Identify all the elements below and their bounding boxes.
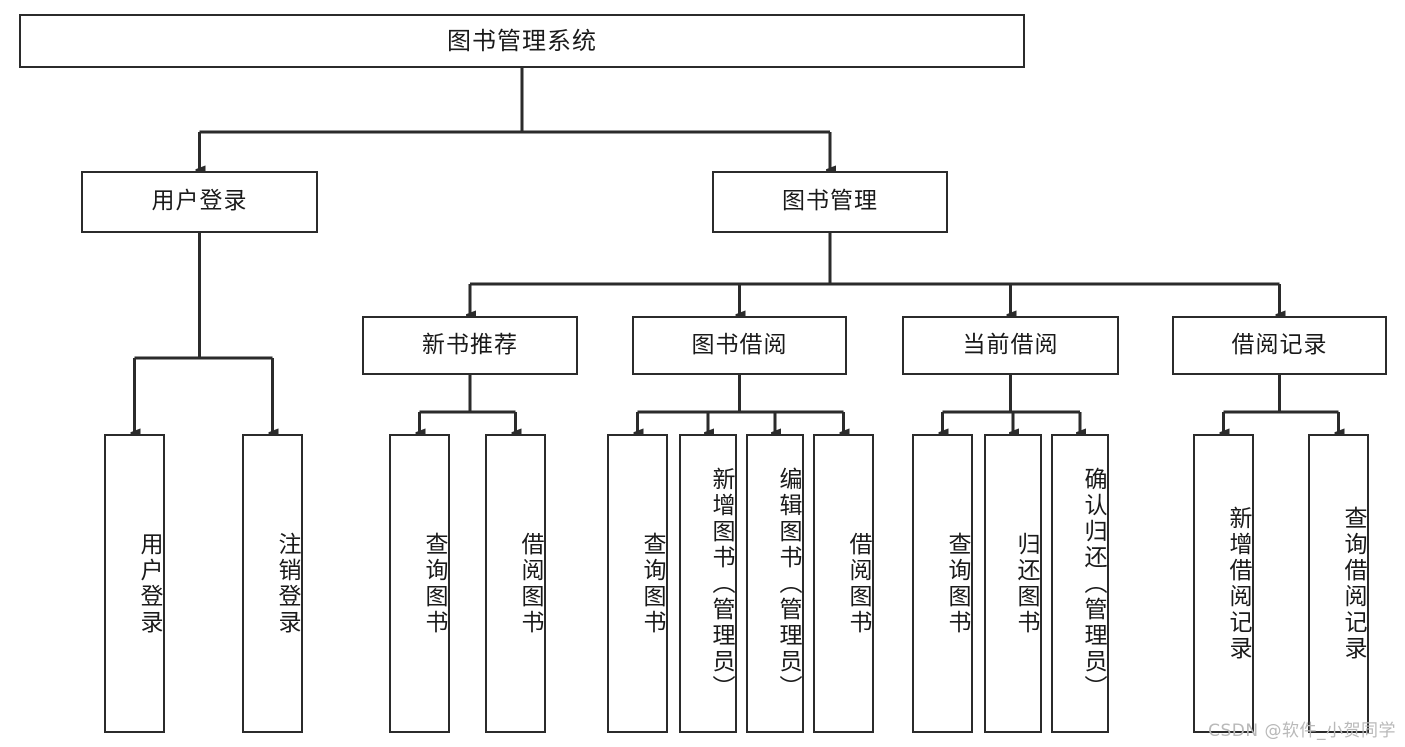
node-label: 查询图书 [944, 531, 970, 636]
watermark-text: CSDN @软件_小贺同学 [1208, 721, 1396, 741]
node-label: 查询图书 [421, 531, 447, 636]
node-label: 借阅图书 [517, 531, 543, 636]
node-leaf-return-book[interactable]: 归还图书 [984, 434, 1042, 733]
node-label: 注销登录 [274, 531, 300, 636]
node-leaf-query-book-borrow[interactable]: 查询图书 [607, 434, 668, 733]
node-label: 借阅图书 [845, 531, 871, 636]
node-leaf-borrow-book[interactable]: 借阅图书 [813, 434, 874, 733]
node-leaf-query-borrow-record[interactable]: 查询借阅记录 [1308, 434, 1369, 733]
node-label: 查询图书 [639, 531, 665, 636]
node-current-borrow[interactable]: 当前借阅 [902, 316, 1119, 375]
node-label: 编辑图书（管理员） [775, 466, 801, 701]
node-label: 归还图书 [1013, 531, 1039, 636]
node-leaf-query-book-current[interactable]: 查询图书 [912, 434, 973, 733]
node-label: 用户登录 [136, 531, 162, 636]
node-leaf-add-book[interactable]: 新增图书（管理员） [679, 434, 737, 733]
node-new-book-recommend[interactable]: 新书推荐 [362, 316, 578, 375]
node-leaf-user-logout[interactable]: 注销登录 [242, 434, 303, 733]
node-root[interactable]: 图书管理系统 [19, 14, 1025, 68]
node-label: 确认归还（管理员） [1080, 466, 1106, 701]
node-book-manage[interactable]: 图书管理 [712, 171, 948, 233]
node-borrow-record[interactable]: 借阅记录 [1172, 316, 1387, 375]
node-label: 新增图书（管理员） [708, 466, 734, 701]
node-user-login[interactable]: 用户登录 [81, 171, 318, 233]
node-leaf-add-borrow-record[interactable]: 新增借阅记录 [1193, 434, 1254, 733]
node-label: 查询借阅记录 [1340, 505, 1366, 662]
node-label: 新增借阅记录 [1225, 505, 1251, 662]
node-book-borrow[interactable]: 图书借阅 [632, 316, 847, 375]
node-leaf-query-book-new[interactable]: 查询图书 [389, 434, 450, 733]
node-leaf-user-login[interactable]: 用户登录 [104, 434, 165, 733]
node-leaf-borrow-book-new[interactable]: 借阅图书 [485, 434, 546, 733]
node-leaf-confirm-return[interactable]: 确认归还（管理员） [1051, 434, 1109, 733]
node-leaf-edit-book[interactable]: 编辑图书（管理员） [746, 434, 804, 733]
